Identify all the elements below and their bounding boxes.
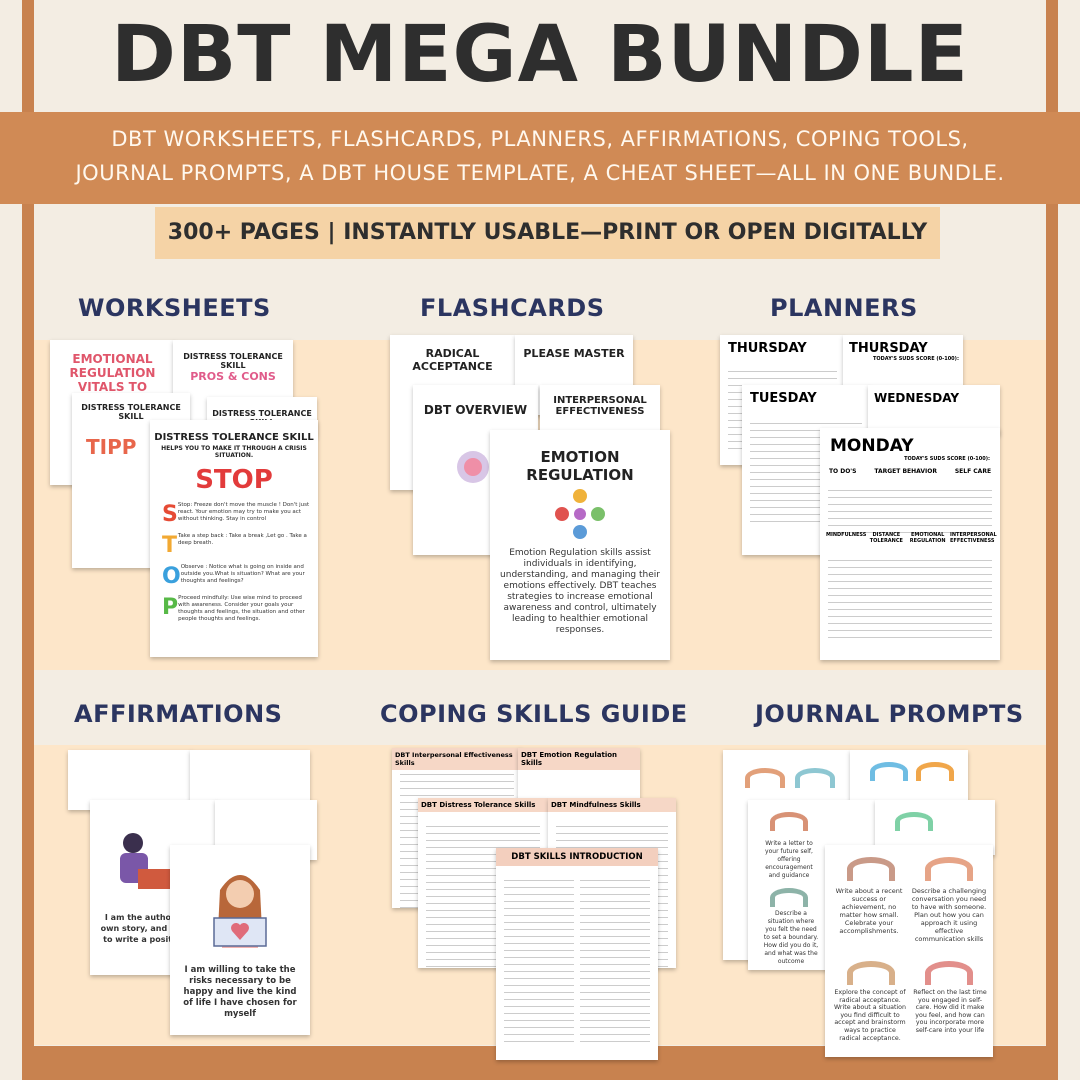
girl-heart-illustration-icon (213, 875, 267, 948)
journal-page-5: Write about a recent success or achievem… (825, 845, 993, 1057)
coping-page-5: DBT SKILLS INTRODUCTION (496, 848, 658, 1060)
tagline: 300+ PAGES | INSTANTLY USABLE—PRINT OR O… (155, 207, 940, 259)
worksheet-page-2-title: DISTRESS TOLERANCE SKILL (183, 352, 283, 370)
stop-steps: S Stop: Freeze don't move the muscle ! D… (162, 502, 310, 623)
worksheet-page-5-title: DISTRESS TOLERANCE SKILL (154, 432, 314, 443)
planner-page-4: WEDNESDAY (868, 385, 1000, 435)
worksheet-page-2-subtitle: PROS & CONS (190, 370, 276, 383)
section-journal-title: JOURNAL PROMPTS (755, 700, 1024, 728)
journal-prompt-2: Describe a situation where you felt the … (763, 910, 819, 965)
worksheet-page-3-title: DISTRESS TOLERANCE SKILL (81, 403, 181, 421)
journal-prompt-1: Write a letter to your future self, offe… (765, 840, 813, 879)
emotion-cycle-icon (555, 489, 605, 539)
stop-step-t: T Take a step back : Take a break ,Let g… (162, 533, 307, 558)
brain-icon (457, 451, 489, 483)
flashcard-4-title: INTERPERSONAL EFFECTIVENESS (553, 395, 647, 417)
journal-prompt-5: Explore the concept of radical acceptanc… (833, 989, 907, 1042)
worksheet-page-5: DISTRESS TOLERANCE SKILL HELPS YOU TO MA… (150, 420, 318, 657)
coping-page-5-title: DBT SKILLS INTRODUCTION (496, 848, 658, 866)
section-planners-title: PLANNERS (770, 294, 918, 322)
frame-right (1046, 0, 1058, 1080)
section-worksheets-title: WORKSHEETS (78, 294, 271, 322)
flashcard-3-title: DBT OVERVIEW (423, 403, 528, 417)
affirmation-page-5: I am willing to take the risks necessary… (170, 845, 310, 1035)
section-coping-title: COPING SKILLS GUIDE (380, 700, 688, 728)
section-flashcards-title: FLASHCARDS (420, 294, 605, 322)
page-title: DBT MEGA BUNDLE (111, 10, 969, 100)
affirmation-5-text: I am willing to take the risks necessary… (183, 965, 297, 1019)
subtitle: DBT WORKSHEETS, FLASHCARDS, PLANNERS, AF… (75, 127, 1005, 185)
rainbow-icon (925, 857, 973, 881)
flashcard-2-title: PLEASE MASTER (523, 347, 625, 360)
planner-day: MONDAY (830, 436, 914, 456)
journal-page-2 (850, 750, 968, 805)
journal-page-3: Write a letter to your future self, offe… (748, 800, 876, 970)
section-affirmations-title: AFFIRMATIONS (74, 700, 283, 728)
stop-step-o: O Observe : Notice what is going on insi… (162, 564, 305, 589)
frame-left (22, 0, 34, 1080)
writer-illustration-icon (120, 833, 174, 889)
flashcard-5-text: Emotion Regulation skills assist individ… (500, 548, 660, 635)
worksheet-page-3-word: TIPP (86, 435, 137, 459)
rainbow-icon (847, 857, 895, 881)
flashcard-5: EMOTION REGULATION Emotion Regulation sk… (490, 430, 670, 660)
rainbow-icon (847, 961, 895, 985)
stop-step-s: S Stop: Freeze don't move the muscle ! D… (162, 502, 310, 527)
stop-step-p: P Proceed mindfully: Use wise mind to pr… (162, 595, 305, 622)
flashcard-5-title: EMOTION REGULATION (526, 448, 634, 484)
affirmation-3-text: I am the author of my own story, and I c… (100, 913, 208, 944)
worksheet-page-5-word: STOP (195, 465, 273, 495)
flashcard-1-title: RADICAL ACCEPTANCE (412, 347, 493, 373)
worksheet-page-5-subtitle: HELPS YOU TO MAKE IT THROUGH A CRISIS SI… (161, 445, 307, 459)
journal-prompt-4: Describe a challenging conversation you … (911, 887, 987, 943)
subtitle-band: DBT WORKSHEETS, FLASHCARDS, PLANNERS, AF… (0, 112, 1080, 204)
planner-page-5: MONDAY TODAY'S SUDS SCORE (0-100): TO DO… (820, 428, 1000, 660)
journal-prompt-3: Write about a recent success or achievem… (835, 887, 903, 935)
rainbow-icon (925, 961, 973, 985)
journal-prompt-6: Reflect on the last time you engaged in … (913, 989, 987, 1034)
